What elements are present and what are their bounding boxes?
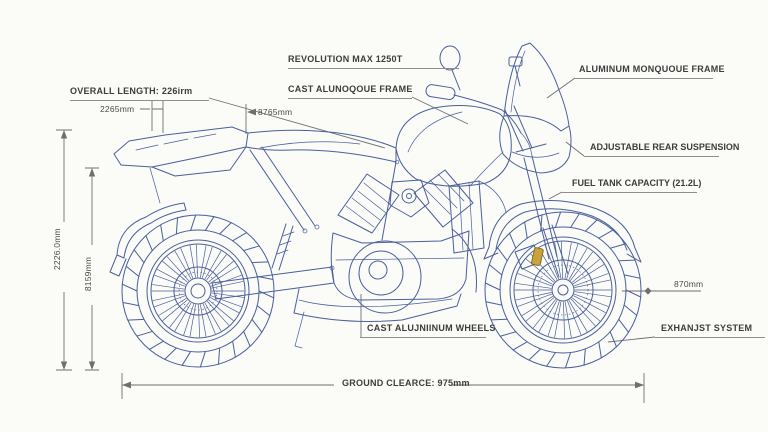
front-cowl — [469, 115, 572, 187]
dimension-lines — [56, 77, 701, 403]
handlebar — [425, 84, 533, 157]
engine — [330, 169, 477, 314]
callout-overall-length: OVERALL LENGTH: 226irm — [70, 86, 209, 101]
dim-tail-width: 2265mm — [100, 104, 135, 114]
mirror — [439, 45, 523, 91]
rear-fender — [109, 167, 187, 277]
rear-shock — [271, 223, 295, 271]
windscreen — [503, 42, 570, 132]
skid-plate — [293, 288, 462, 349]
callout-revolution-max: REVOLUTION MAX 1250T — [288, 54, 459, 69]
front-wheel — [484, 211, 642, 369]
fork-reflector — [531, 247, 544, 266]
swingarm — [211, 266, 335, 300]
callout-cast-frame: CAST ALUNOQOUE FRAME — [288, 84, 412, 99]
motorcycle-drawing — [109, 42, 642, 369]
callout-adjustable-rear-suspension: ADJUSTABLE REAR SUSPENSION — [584, 142, 739, 157]
callout-fuel-tank-capacity: FUEL TANK CAPACITY (21.2L) — [562, 178, 701, 193]
rear-wheel — [121, 214, 275, 368]
dim-wheel-height: 870mm — [674, 279, 704, 289]
callout-aluminum-frame: ALUMINUM MONQUOUE FRAME — [575, 64, 725, 79]
front-fender — [483, 200, 642, 263]
callout-exhaust-system: EXHANJST SYSTEM — [655, 323, 765, 338]
callout-ground-clearance: GROUND CLEARCE: 975mm — [342, 378, 470, 388]
dim-overall-height-outer: 2226.0mm — [52, 228, 62, 270]
dim-overall-height-inner: 8159mm — [83, 256, 93, 292]
tail-section — [113, 126, 249, 177]
fuel-tank — [395, 105, 512, 187]
frame-tubes — [249, 146, 400, 271]
dim-upper-span: 8765mm — [258, 107, 293, 117]
callout-cast-wheels: CAST ALUJNIINUM WHEELS — [360, 323, 495, 338]
